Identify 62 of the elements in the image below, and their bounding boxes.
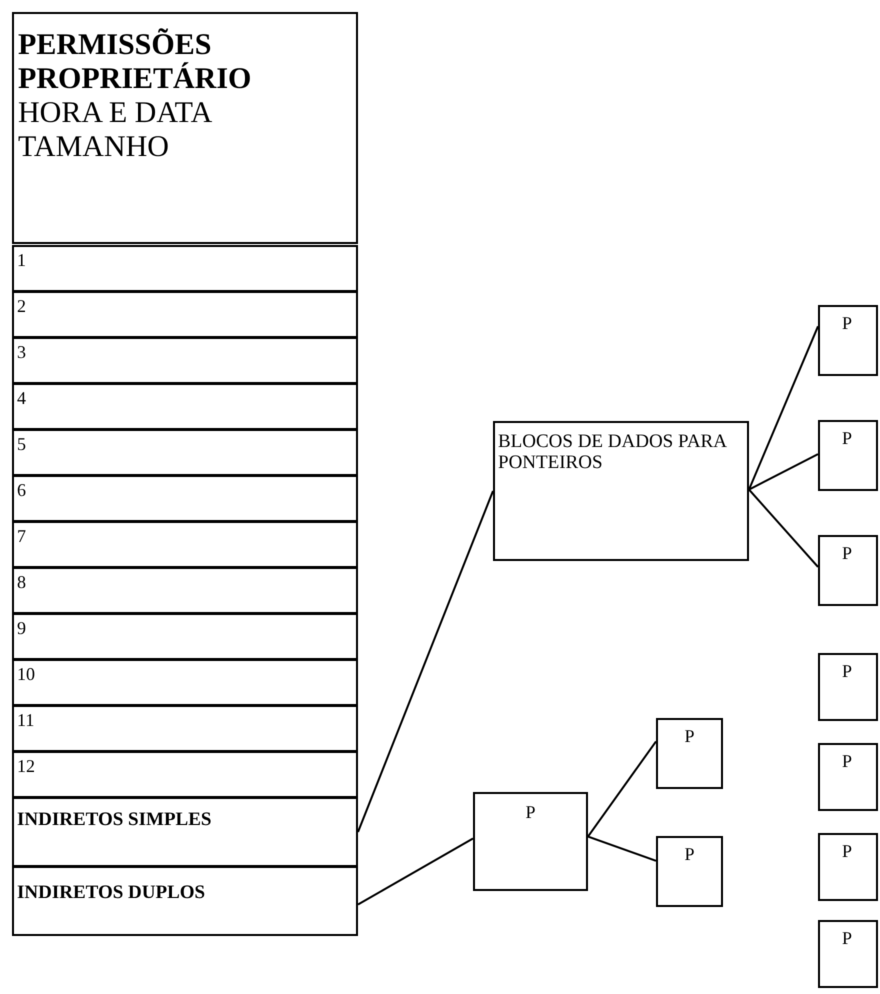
label-text: P (684, 844, 694, 864)
table-row (12, 751, 358, 798)
label-text: P (842, 313, 852, 334)
label-text: PROPRIETÁRIO (18, 62, 252, 96)
label-text: P (842, 841, 852, 862)
connector-line (748, 453, 818, 490)
label-text: 4 (17, 388, 26, 408)
table-row (12, 521, 358, 568)
label-text: 10 (17, 664, 35, 684)
pointer-box (818, 535, 878, 606)
label-text: TAMANHO (18, 130, 169, 164)
label-text: 6 (17, 480, 26, 500)
table-row (12, 705, 358, 752)
connector-line (587, 740, 657, 838)
table-row (12, 659, 358, 706)
label-text: P (842, 661, 852, 682)
connector-line (588, 836, 656, 862)
table-row (12, 613, 358, 660)
label-text: 12 (17, 756, 35, 776)
table-row (12, 383, 358, 430)
label-text: 2 (17, 296, 26, 316)
table-row (12, 429, 358, 476)
table-row (12, 291, 358, 338)
pointer-box (656, 718, 723, 789)
pointer-box (818, 305, 878, 376)
connector-line (357, 490, 494, 832)
pointer-box (818, 743, 878, 811)
pointer-box (473, 792, 588, 891)
pointer-block-box (493, 421, 749, 561)
table-row (12, 866, 358, 936)
label-text: 11 (17, 710, 34, 730)
connector-line (358, 838, 474, 906)
pointer-box (818, 920, 878, 988)
header-block (12, 12, 358, 244)
label-text: BLOCOS DE DADOS PARA PONTEIROS (498, 431, 728, 474)
table-row (12, 337, 358, 384)
label-text: P (842, 928, 852, 948)
label-text: P (684, 726, 694, 746)
table-row (12, 797, 358, 867)
table-row (12, 245, 358, 292)
pointer-box (818, 653, 878, 721)
label-text: 5 (17, 434, 26, 454)
table-row (12, 567, 358, 614)
label-text: P (525, 802, 536, 822)
label-text: P (842, 751, 852, 772)
connector-line (748, 488, 819, 568)
label-text: P (842, 543, 852, 564)
label-text: 9 (17, 618, 26, 638)
label-text: 3 (17, 342, 26, 362)
table-row (12, 475, 358, 522)
label-text: 7 (17, 526, 26, 546)
label-text: 1 (17, 250, 26, 270)
label-text: INDIRETOS SIMPLES (17, 809, 212, 830)
label-text: INDIRETOS DUPLOS (17, 882, 206, 904)
connector-line (748, 326, 819, 490)
pointer-box (818, 420, 878, 491)
label-text: PERMISSÕES (18, 28, 212, 62)
pointer-box (656, 836, 723, 907)
label-text: P (842, 428, 852, 448)
label-text: 8 (17, 572, 26, 592)
pointer-box (818, 833, 878, 901)
label-text: HORA E DATA (18, 96, 212, 130)
